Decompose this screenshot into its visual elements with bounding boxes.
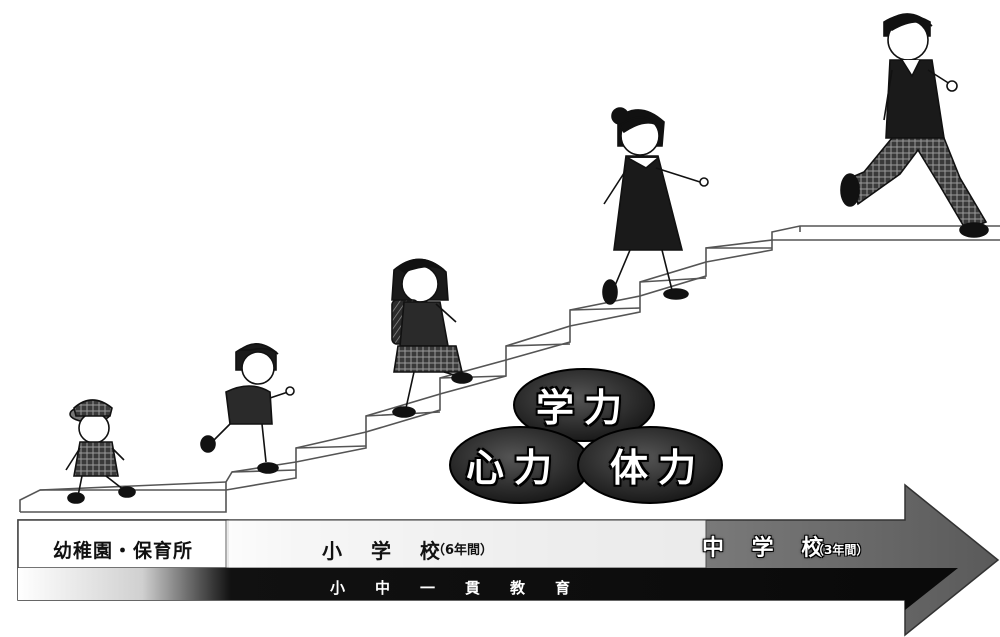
elementary-box xyxy=(225,519,707,569)
physical-power-label: 体力 xyxy=(610,446,707,490)
junior-high-years-label: （3年間） xyxy=(812,543,869,557)
integrated-education-bar xyxy=(18,568,905,600)
physical-circle xyxy=(577,426,723,504)
academic-circle xyxy=(513,368,655,442)
power-circles xyxy=(449,368,723,504)
kindergarten-child xyxy=(65,399,136,504)
timeline-arrow xyxy=(17,483,1000,637)
junior-high-label: 中 学 校 xyxy=(702,536,834,561)
academic-power-label: 学力 xyxy=(536,386,633,430)
integrated-education-label: 小中一貫教育 xyxy=(330,579,601,597)
older-girl xyxy=(602,107,709,305)
elementary-years-label: （6年間） xyxy=(432,543,494,558)
kindergarten-label: 幼稚園・保育所 xyxy=(52,540,193,562)
young-boy xyxy=(200,343,295,474)
heart-power-label: 心力 xyxy=(466,446,563,490)
girl-with-backpack xyxy=(391,258,473,418)
junior-high-boy xyxy=(840,13,989,238)
elementary-school-label: 小 学 校 xyxy=(322,539,451,563)
